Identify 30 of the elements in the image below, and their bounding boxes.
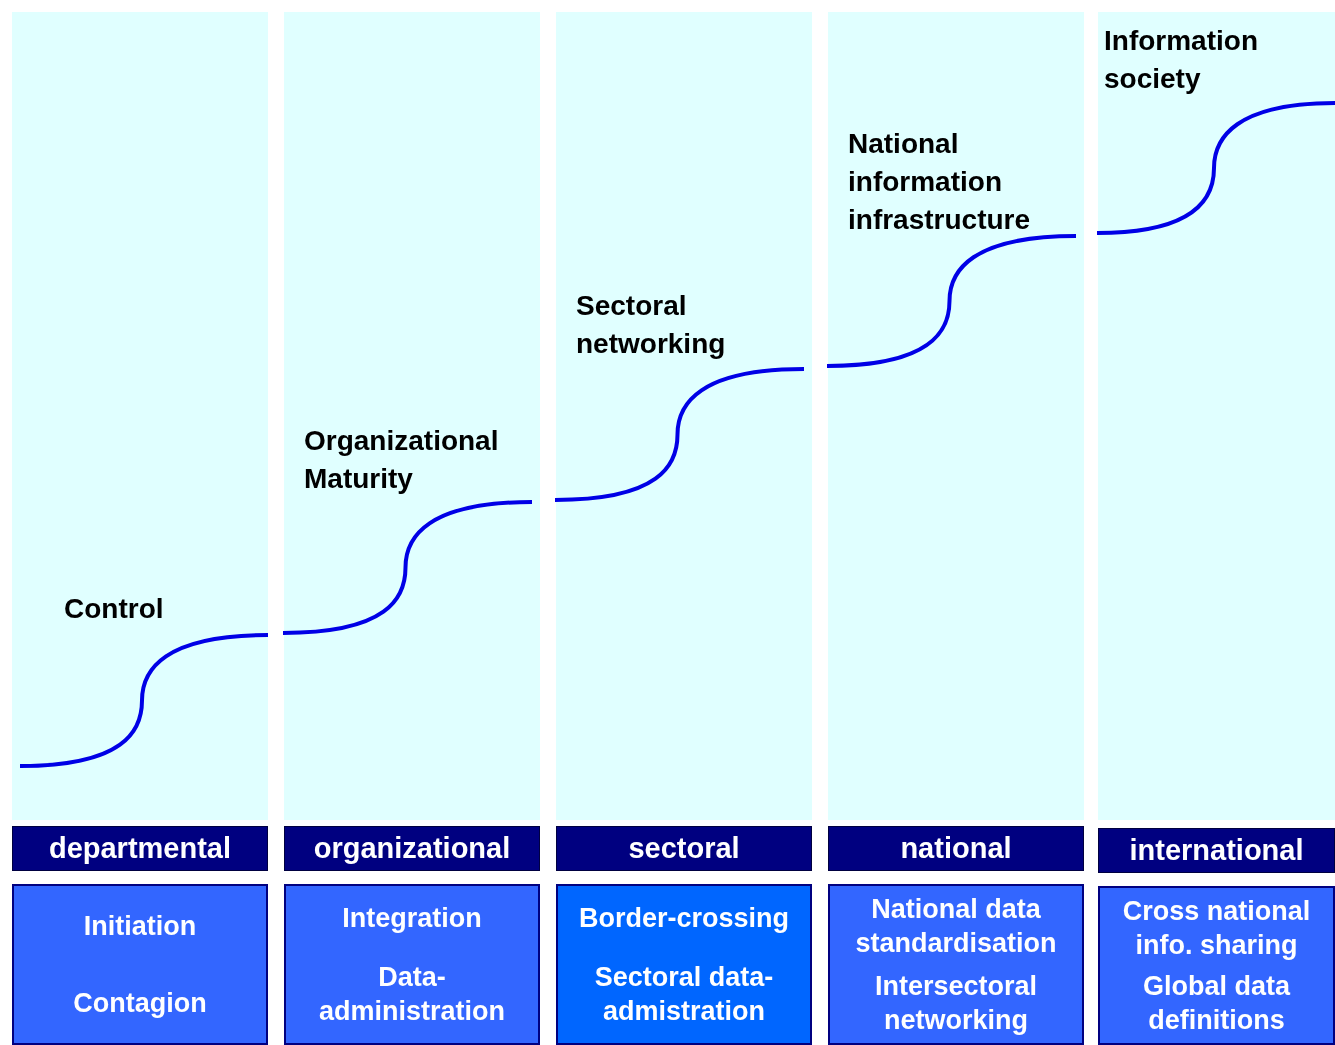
stage-label: Organizational Maturity	[304, 424, 500, 496]
stage-label: Control	[64, 592, 165, 626]
stage-panel	[1098, 12, 1335, 820]
stage-text: Border-crossing	[577, 901, 790, 935]
stage-text: Contagion	[72, 986, 208, 1020]
stage-text: Intersectoral networking	[873, 969, 1039, 1037]
stage-panel	[284, 12, 540, 820]
level-header: international	[1098, 828, 1335, 873]
level-header: departmental	[12, 826, 268, 871]
stage-text: Global data definitions	[1142, 970, 1292, 1038]
stage-text: Sectoral data- admistration	[593, 961, 775, 1029]
stage-text: Data- administration	[318, 961, 506, 1029]
stage-text: Initiation	[82, 910, 198, 944]
stage-label: Sectoral networking	[576, 289, 727, 361]
stage-label: Information society	[1104, 24, 1259, 96]
stage-label: National information infrastructure	[848, 127, 1032, 237]
level-header: sectoral	[556, 826, 812, 871]
stage-box	[12, 884, 268, 1045]
stage-box	[828, 884, 1084, 1045]
stage-box	[556, 884, 812, 1045]
stage-text: Integration	[341, 901, 483, 935]
stage-text: Cross national info. sharing	[1121, 894, 1312, 962]
stage-panel	[12, 12, 268, 820]
stage-box	[284, 884, 540, 1045]
level-header: national	[828, 826, 1084, 871]
stage-box	[1098, 886, 1335, 1045]
stage-panel	[828, 12, 1084, 820]
stage-panel	[556, 12, 812, 820]
level-header: organizational	[284, 826, 540, 871]
stage-text: National data standardisation	[854, 893, 1058, 961]
